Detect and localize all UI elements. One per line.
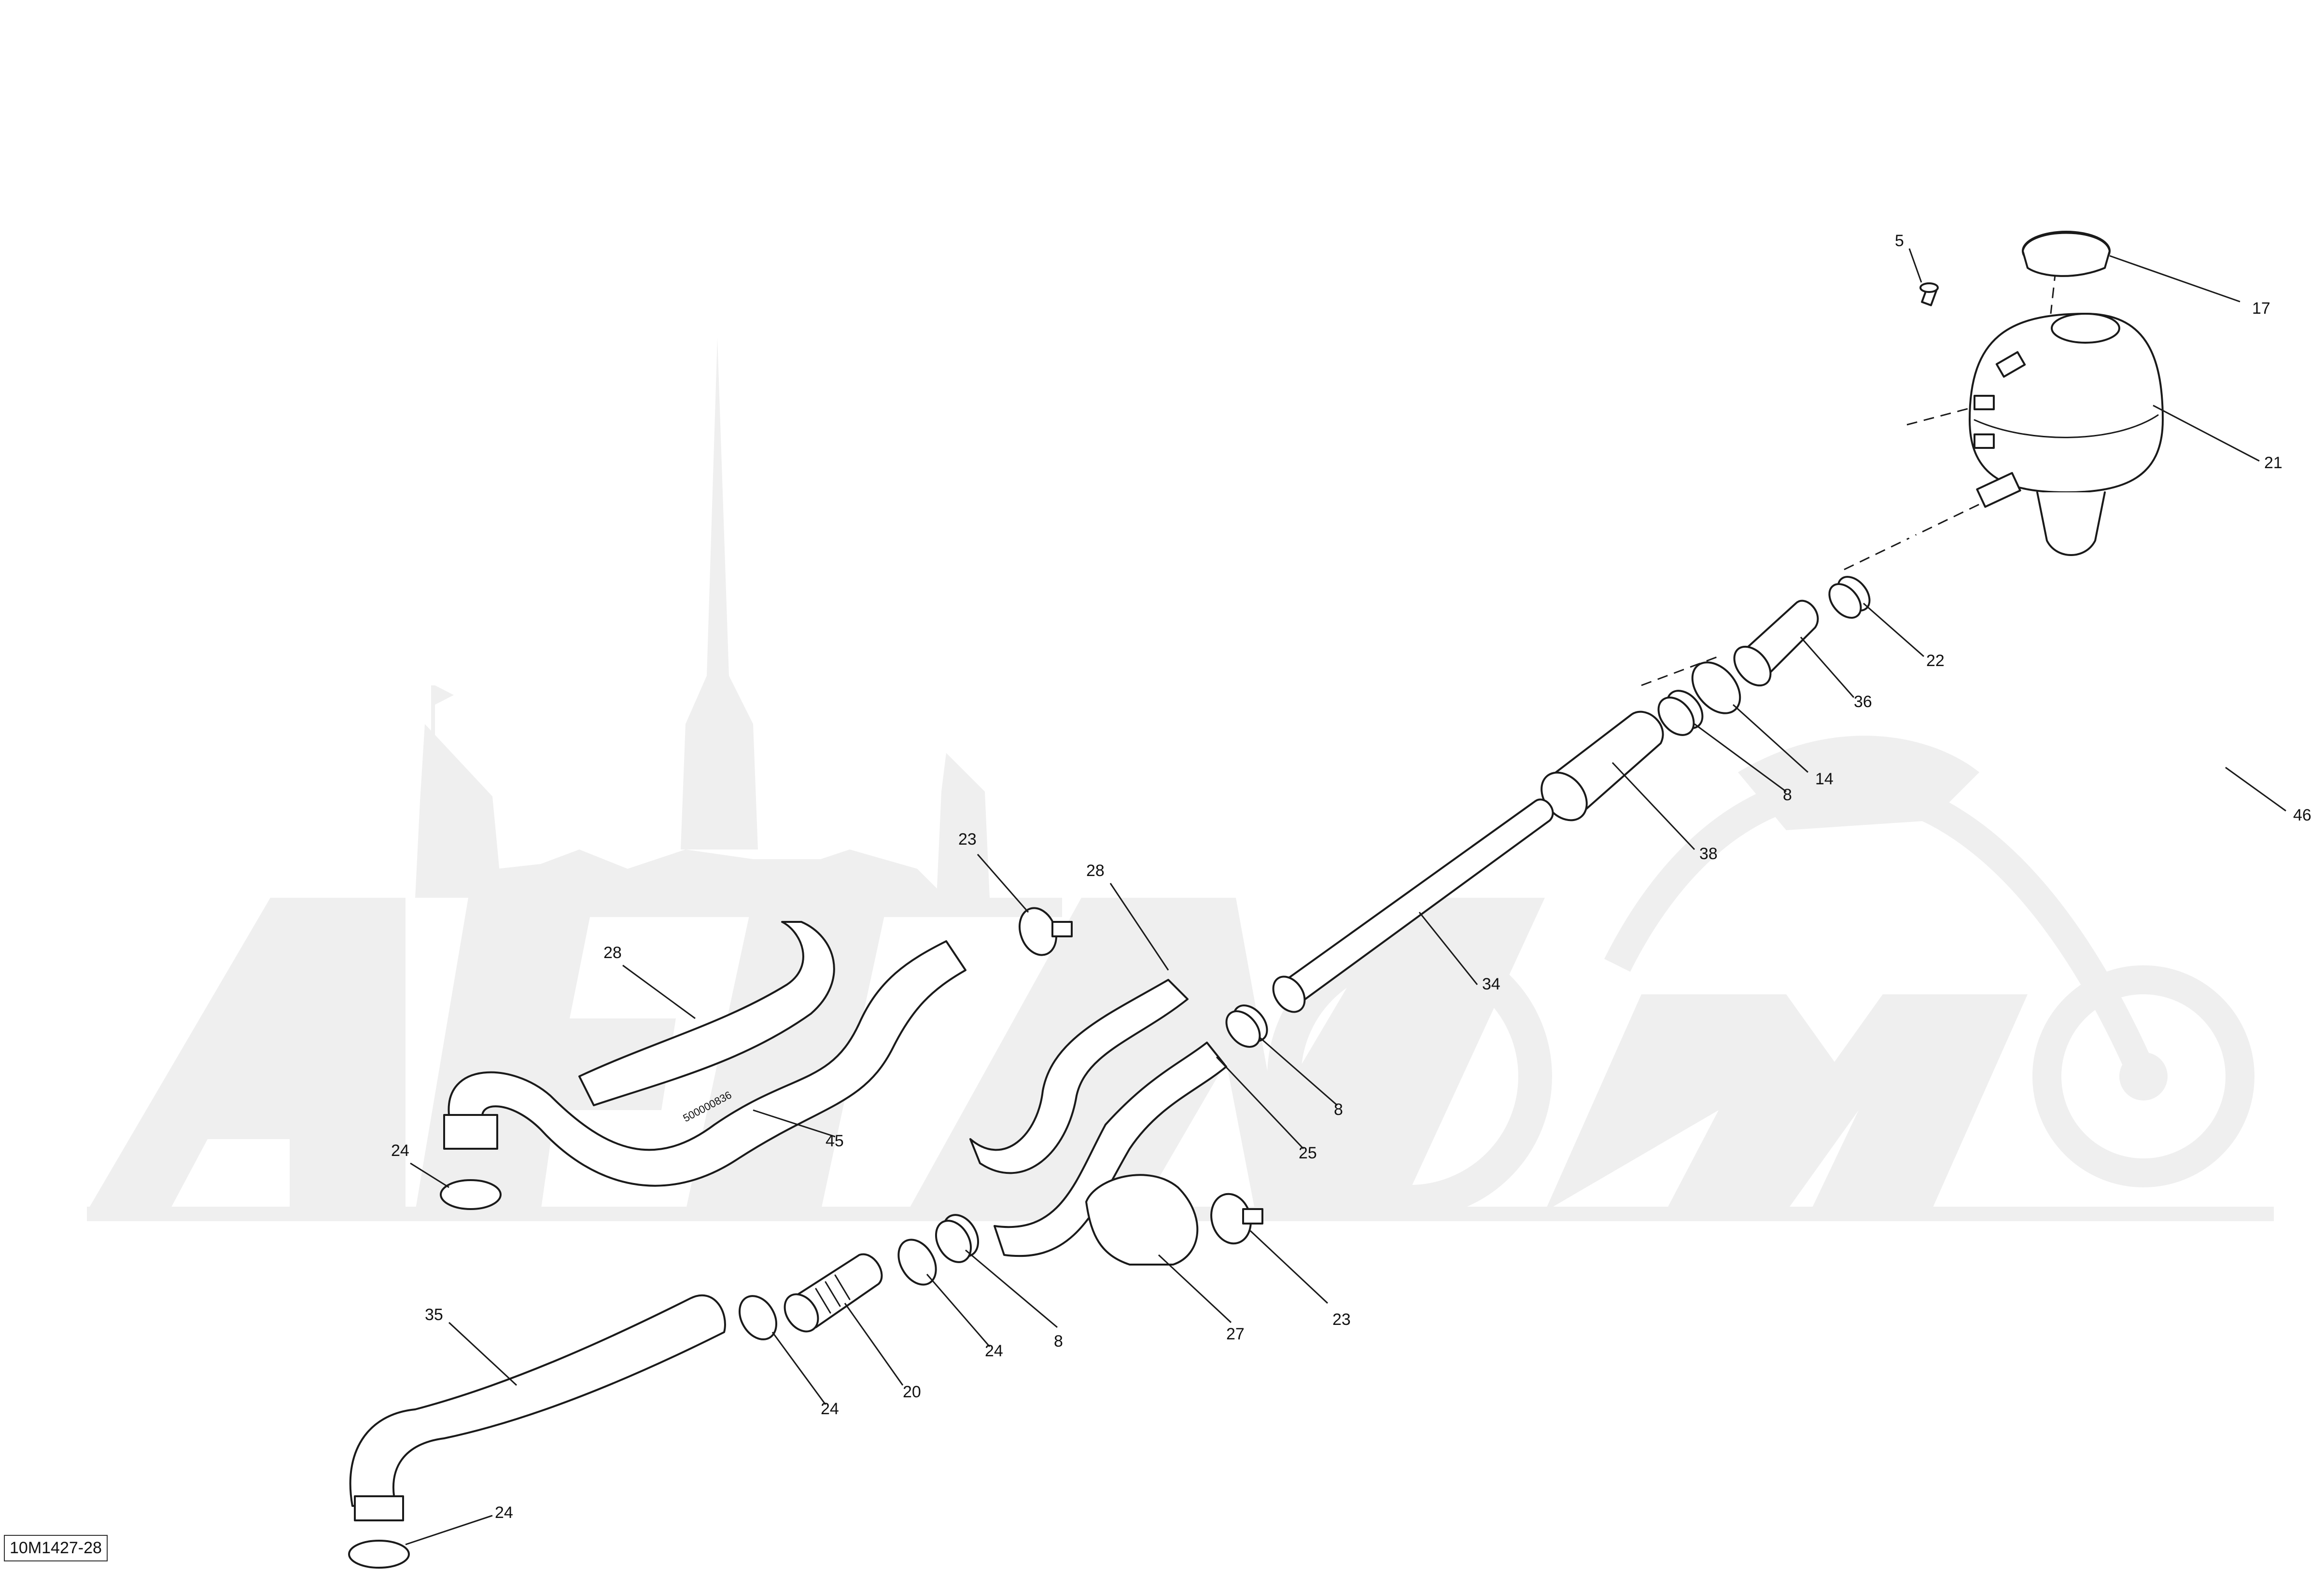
callouts: 5 17 21 46 22 36 14 8 38 34 8 25 23 28 2… (391, 232, 2311, 1522)
callout-8-middle: 8 (1334, 1100, 1343, 1119)
hose-28-left (578, 921, 835, 1106)
callout-28-left: 28 (603, 944, 622, 962)
callout-36: 36 (1854, 693, 1872, 711)
callout-46: 46 (2293, 806, 2311, 824)
callout-22: 22 (1926, 652, 1945, 670)
callout-24-bottom: 24 (495, 1503, 513, 1522)
callout-21: 21 (2264, 454, 2282, 472)
callout-38: 38 (1699, 845, 1718, 863)
fitting-20 (784, 1253, 883, 1333)
hose-35-end (354, 1495, 404, 1521)
callout-23-lower: 23 (1332, 1310, 1351, 1329)
drawing-code-label: 10M1427-28 (4, 1535, 108, 1561)
callout-8-lower: 8 (1054, 1332, 1063, 1350)
hose-35 (349, 1294, 726, 1507)
clamp-8-middle (1225, 1004, 1268, 1048)
callout-23-upper: 23 (958, 830, 977, 849)
clamp-24-mid-lower (739, 1295, 777, 1340)
watermark (87, 338, 2274, 1221)
clamp-22 (1828, 576, 1871, 619)
expansion-tank-21 (1969, 313, 2164, 556)
clamp-8-lower (935, 1214, 980, 1263)
callout-24-lower-mid: 24 (985, 1342, 1003, 1360)
leader-lines (405, 248, 2286, 1545)
hose-45-end (443, 1114, 498, 1150)
radiator-cap-17 (2022, 231, 2111, 277)
callout-45: 45 (826, 1132, 844, 1150)
callout-27: 27 (1226, 1325, 1245, 1343)
callout-24-left: 24 (391, 1141, 409, 1160)
ring-14 (1691, 661, 1741, 714)
clamp-23-upper (1019, 907, 1073, 956)
clamp-24-middle (897, 1239, 937, 1286)
callout-8-upper: 8 (1783, 786, 1792, 804)
callout-24-lower-left: 24 (821, 1400, 839, 1418)
callout-25: 25 (1299, 1144, 1317, 1162)
assembly-lines (1641, 270, 2057, 686)
callout-20: 20 (903, 1383, 921, 1401)
overflow-hose-46-inner (1884, 450, 2224, 766)
clamp-8-upper (1657, 690, 1704, 736)
screw-5 (1919, 282, 1939, 306)
hose-28-right (969, 979, 1189, 1174)
callout-35: 35 (425, 1306, 443, 1324)
elbow-27 (1085, 1174, 1199, 1266)
clamp-24-left (440, 1179, 502, 1210)
callout-28-right: 28 (1086, 862, 1105, 880)
callout-17: 17 (2252, 299, 2270, 318)
hose-36 (1733, 599, 1819, 687)
sleeve-38 (1540, 710, 1664, 821)
clamp-24-bottom (348, 1540, 410, 1569)
callout-5: 5 (1895, 232, 1904, 250)
hose-45 (448, 940, 966, 1187)
callout-14: 14 (1815, 770, 1834, 788)
parts: 500000836 (348, 231, 2224, 1569)
callout-34: 34 (1482, 975, 1500, 993)
pipe-34 (1272, 798, 1554, 1013)
clamp-23-lower (1210, 1193, 1263, 1245)
